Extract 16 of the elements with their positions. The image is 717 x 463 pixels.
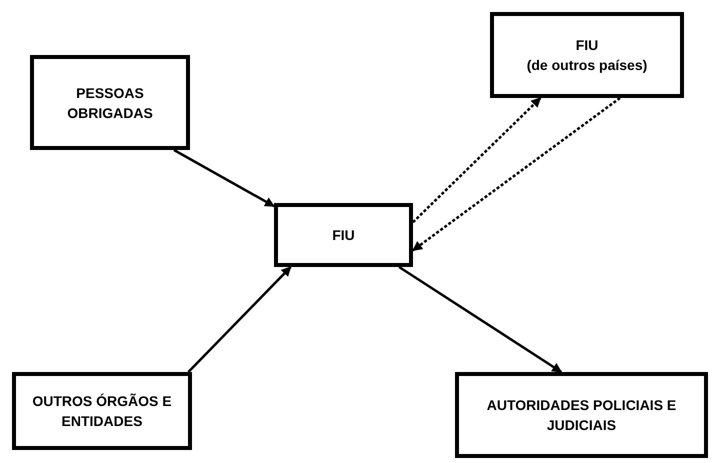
- arrow: [173, 148, 275, 208]
- text-box: [30, 55, 190, 150]
- text-box: [274, 203, 413, 267]
- arrow: [412, 97, 542, 224]
- arrow: [188, 266, 292, 373]
- node-label: FIU: [576, 36, 598, 55]
- arrow: [412, 97, 621, 252]
- text-box: [490, 12, 684, 98]
- node-label: AUTORIDADES POLICIAIS E JUDICIAIS: [486, 396, 676, 435]
- node-label: FIU: [332, 226, 355, 245]
- text-box: [455, 372, 708, 458]
- node-label: OUTROS ÓRGÃOS E ENTIDADES: [31, 392, 173, 431]
- node-label: (de outros países): [526, 56, 648, 75]
- node-label: PESSOAS OBRIGADAS: [66, 84, 154, 122]
- arrow: [398, 266, 562, 374]
- text-box: [12, 372, 192, 450]
